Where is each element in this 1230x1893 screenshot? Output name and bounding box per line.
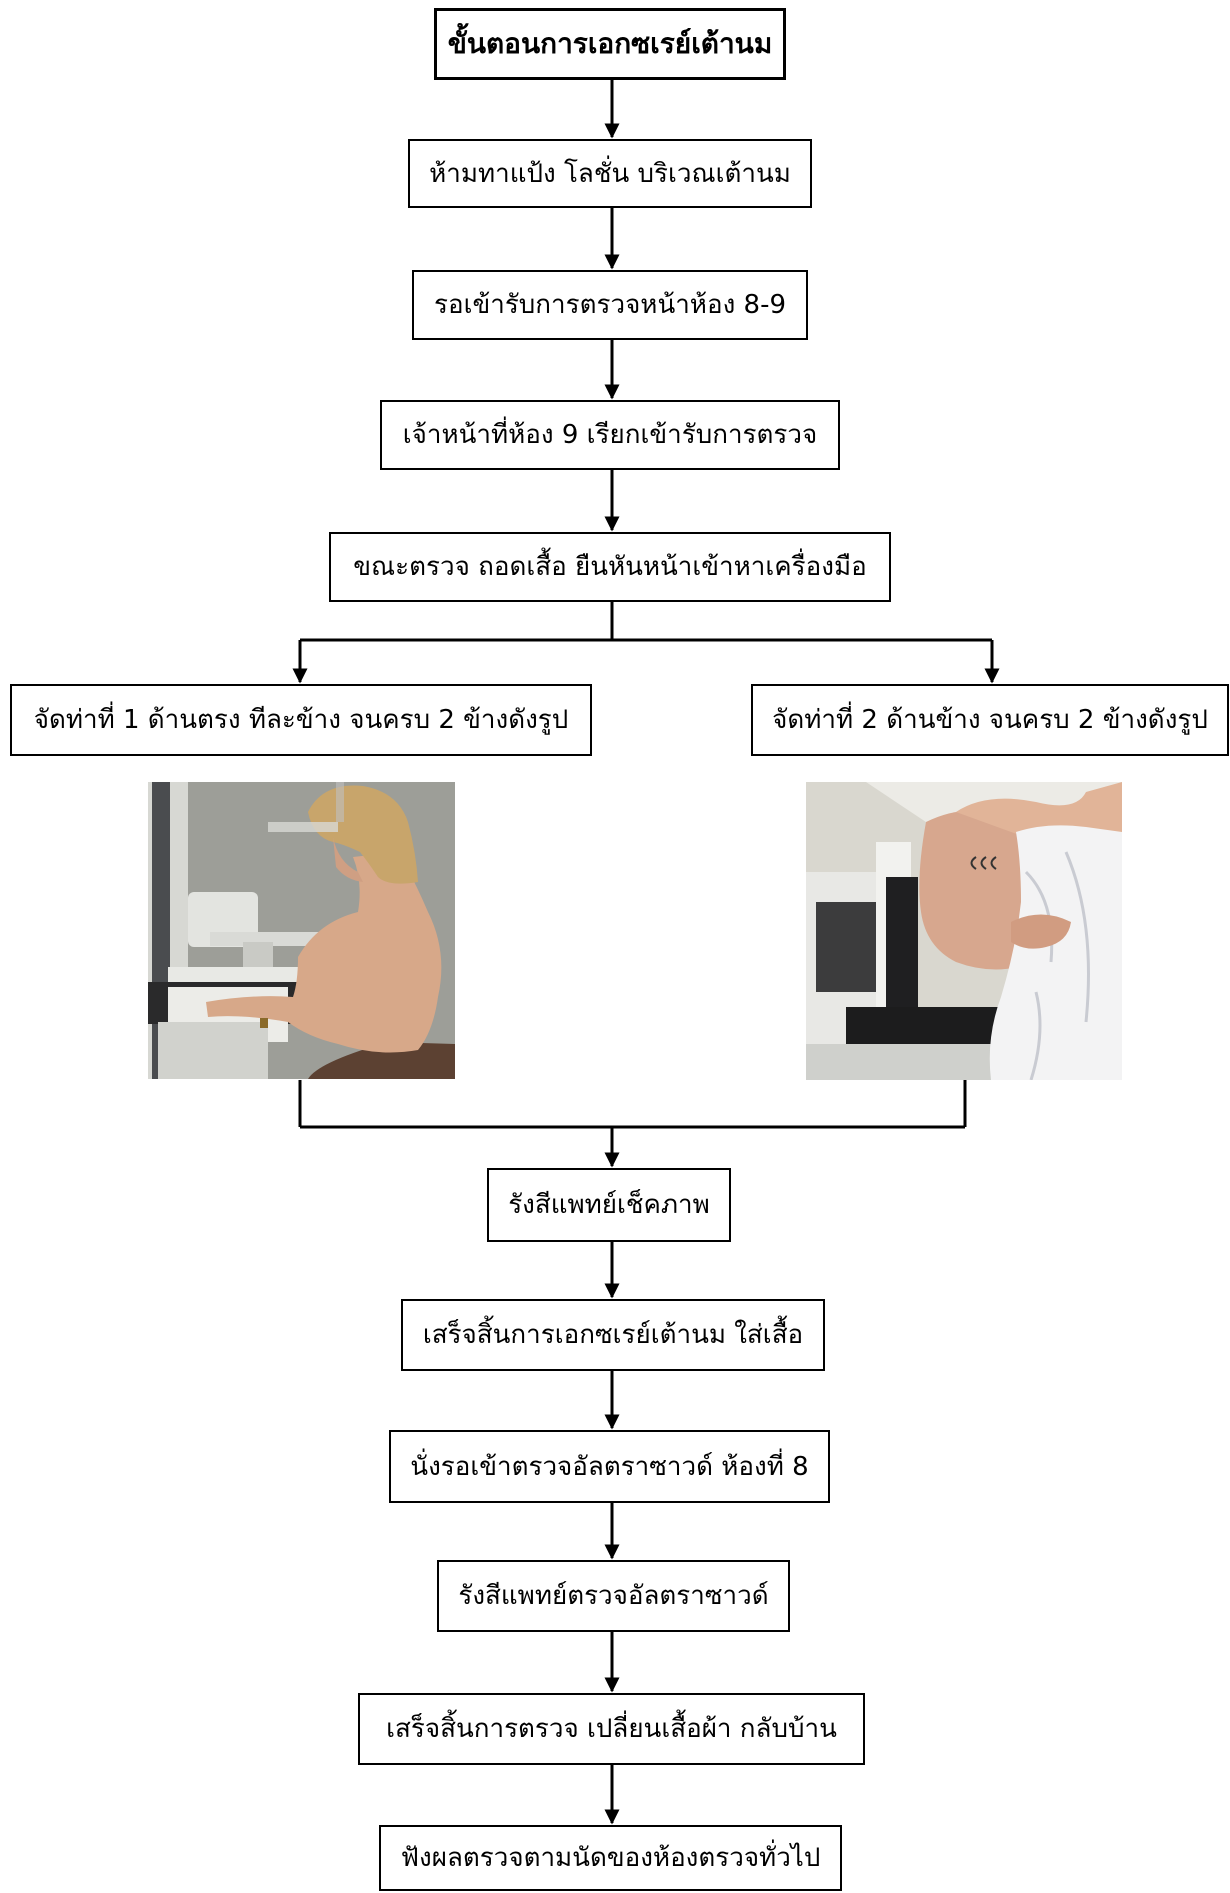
branch-left-position-1: จัดท่าที่ 1 ด้านตรง ทีละข้าง จนครบ 2 ข้า… xyxy=(10,684,592,756)
step-ultrasound: รังสีแพทย์ตรวจอัลตราซาวด์ xyxy=(437,1560,790,1632)
step-wait-room: รอเข้ารับการตรวจหน้าห้อง 8-9 xyxy=(412,270,808,340)
step-no-powder: ห้ามทาแป้ง โลชั่น บริเวณเต้านม xyxy=(408,139,812,208)
flow-title-box: ขั้นตอนการเอกซเรย์เต้านม xyxy=(434,8,786,80)
step-finish-go-home: เสร็จสิ้นการตรวจ เปลี่ยนเสื้อผ้า กลับบ้า… xyxy=(358,1693,865,1765)
step-wait-ultrasound: นั่งรอเข้าตรวจอัลตราซาวด์ ห้องที่ 8 xyxy=(389,1430,830,1503)
step-undress: ขณะตรวจ ถอดเสื้อ ยืนหันหน้าเข้าหาเครื่อง… xyxy=(329,532,891,602)
branch-right-position-2: จัดท่าที่ 2 ด้านข้าง จนครบ 2 ข้างดังรูป xyxy=(751,684,1229,756)
photo-lateral-position xyxy=(806,782,1122,1080)
photo-frontal-position xyxy=(148,782,455,1079)
step-mammogram-done: เสร็จสิ้นการเอกซเรย์เต้านม ใส่เสื้อ xyxy=(401,1299,825,1371)
step-radiologist-check: รังสีแพทย์เช็คภาพ xyxy=(487,1168,731,1242)
step-called-in: เจ้าหน้าที่ห้อง 9 เรียกเข้ารับการตรวจ xyxy=(380,400,840,470)
step-results-appointment: ฟังผลตรวจตามนัดของห้องตรวจทั่วไป xyxy=(379,1825,842,1891)
